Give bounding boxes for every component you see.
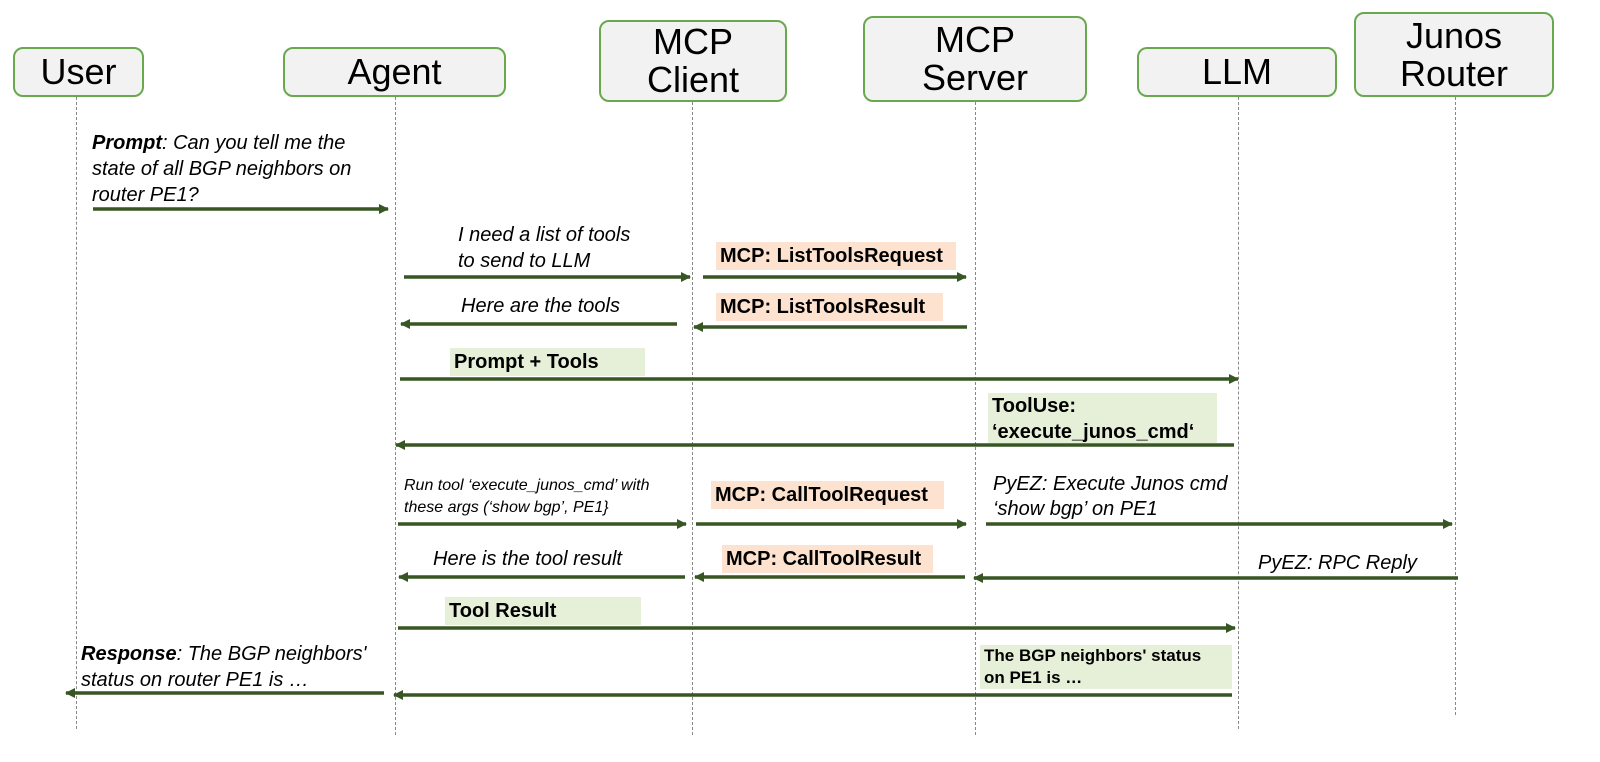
actor-mcp-client: MCP Client <box>599 20 787 102</box>
here-result-label: Here is the tool result <box>433 548 622 570</box>
here-tools-label: Here are the tools <box>461 295 620 317</box>
run-tool-line-2: these args (‘show bgp’, PE1} <box>404 499 609 516</box>
lifeline-junos-router <box>1455 97 1456 715</box>
response-text-1: : The BGP neighbors' <box>176 643 367 665</box>
actor-mcp-server: MCP Server <box>863 16 1087 102</box>
need-tools-line-2: to send to LLM <box>458 250 591 272</box>
lifeline-llm <box>1238 97 1239 729</box>
response-label: Response <box>81 643 177 665</box>
actor-user-label: User <box>40 51 117 93</box>
pyez-exec-line-2: ‘show bgp’ on PE1 <box>993 498 1158 520</box>
actor-mcp-client-label-2: Client <box>646 59 740 100</box>
prompt-label: Prompt <box>92 132 162 154</box>
run-tool-line-1: Run tool ‘execute_junos_cmd’ with <box>404 477 650 494</box>
pyez-reply-label: PyEZ: RPC Reply <box>1258 552 1417 574</box>
actor-agent: Agent <box>283 47 506 97</box>
actor-user: User <box>13 47 144 97</box>
lifeline-agent <box>395 97 396 735</box>
list-tools-result-label: MCP: ListToolsResult <box>716 293 943 321</box>
actor-mcp-client-label-1: MCP <box>653 21 733 63</box>
tool-use-label: ToolUse: ‘execute_junos_cmd‘ <box>988 393 1217 443</box>
actor-llm: LLM <box>1137 47 1337 97</box>
pyez-exec-text: PyEZ: Execute Junos cmd ‘show bgp’ on PE… <box>993 472 1228 522</box>
lifeline-user <box>76 97 77 729</box>
actor-junos-router-label-2: Router <box>1399 52 1509 94</box>
prompt-tools-label: Prompt + Tools <box>450 348 645 376</box>
need-tools-text: I need a list of tools to send to LLM <box>458 222 630 274</box>
actor-mcp-server-label-1: MCP <box>935 19 1015 61</box>
tool-use-line-1: ToolUse: <box>992 395 1077 417</box>
actor-junos-router: Junos Router <box>1354 12 1554 97</box>
actor-junos-router-label-1: Junos <box>1405 14 1503 56</box>
response-text-2: status on router PE1 is … <box>81 669 309 691</box>
pyez-exec-line-1: PyEZ: Execute Junos cmd <box>993 473 1228 495</box>
prompt-text: Prompt: Can you tell me the state of all… <box>92 130 351 208</box>
actor-mcp-server-label-2: Server <box>921 57 1029 98</box>
lifeline-mcp-server <box>975 102 976 735</box>
response-text: Response: The BGP neighbors' status on r… <box>81 641 366 693</box>
bgp-status-label: The BGP neighbors' status on PE1 is … <box>980 645 1232 689</box>
lifeline-mcp-client <box>692 102 693 735</box>
bgp-status-line-1: The BGP neighbors' status <box>984 646 1202 665</box>
prompt-text-1: : Can you tell me the <box>162 132 346 154</box>
call-tool-request-label: MCP: CallToolRequest <box>711 481 944 509</box>
prompt-text-3: router PE1? <box>92 184 199 206</box>
actor-agent-label: Agent <box>347 51 442 93</box>
actor-llm-label: LLM <box>1201 51 1273 93</box>
bgp-status-line-2: on PE1 is … <box>984 668 1083 687</box>
call-tool-result-label: MCP: CallToolResult <box>722 545 933 573</box>
prompt-text-2: state of all BGP neighbors on <box>92 158 352 180</box>
tool-use-line-2: ‘execute_junos_cmd‘ <box>992 421 1195 443</box>
list-tools-request-label: MCP: ListToolsRequest <box>716 242 956 270</box>
need-tools-line-1: I need a list of tools <box>458 224 631 246</box>
tool-result-label: Tool Result <box>445 597 641 625</box>
run-tool-text: Run tool ‘execute_junos_cmd’ with these … <box>404 475 649 519</box>
